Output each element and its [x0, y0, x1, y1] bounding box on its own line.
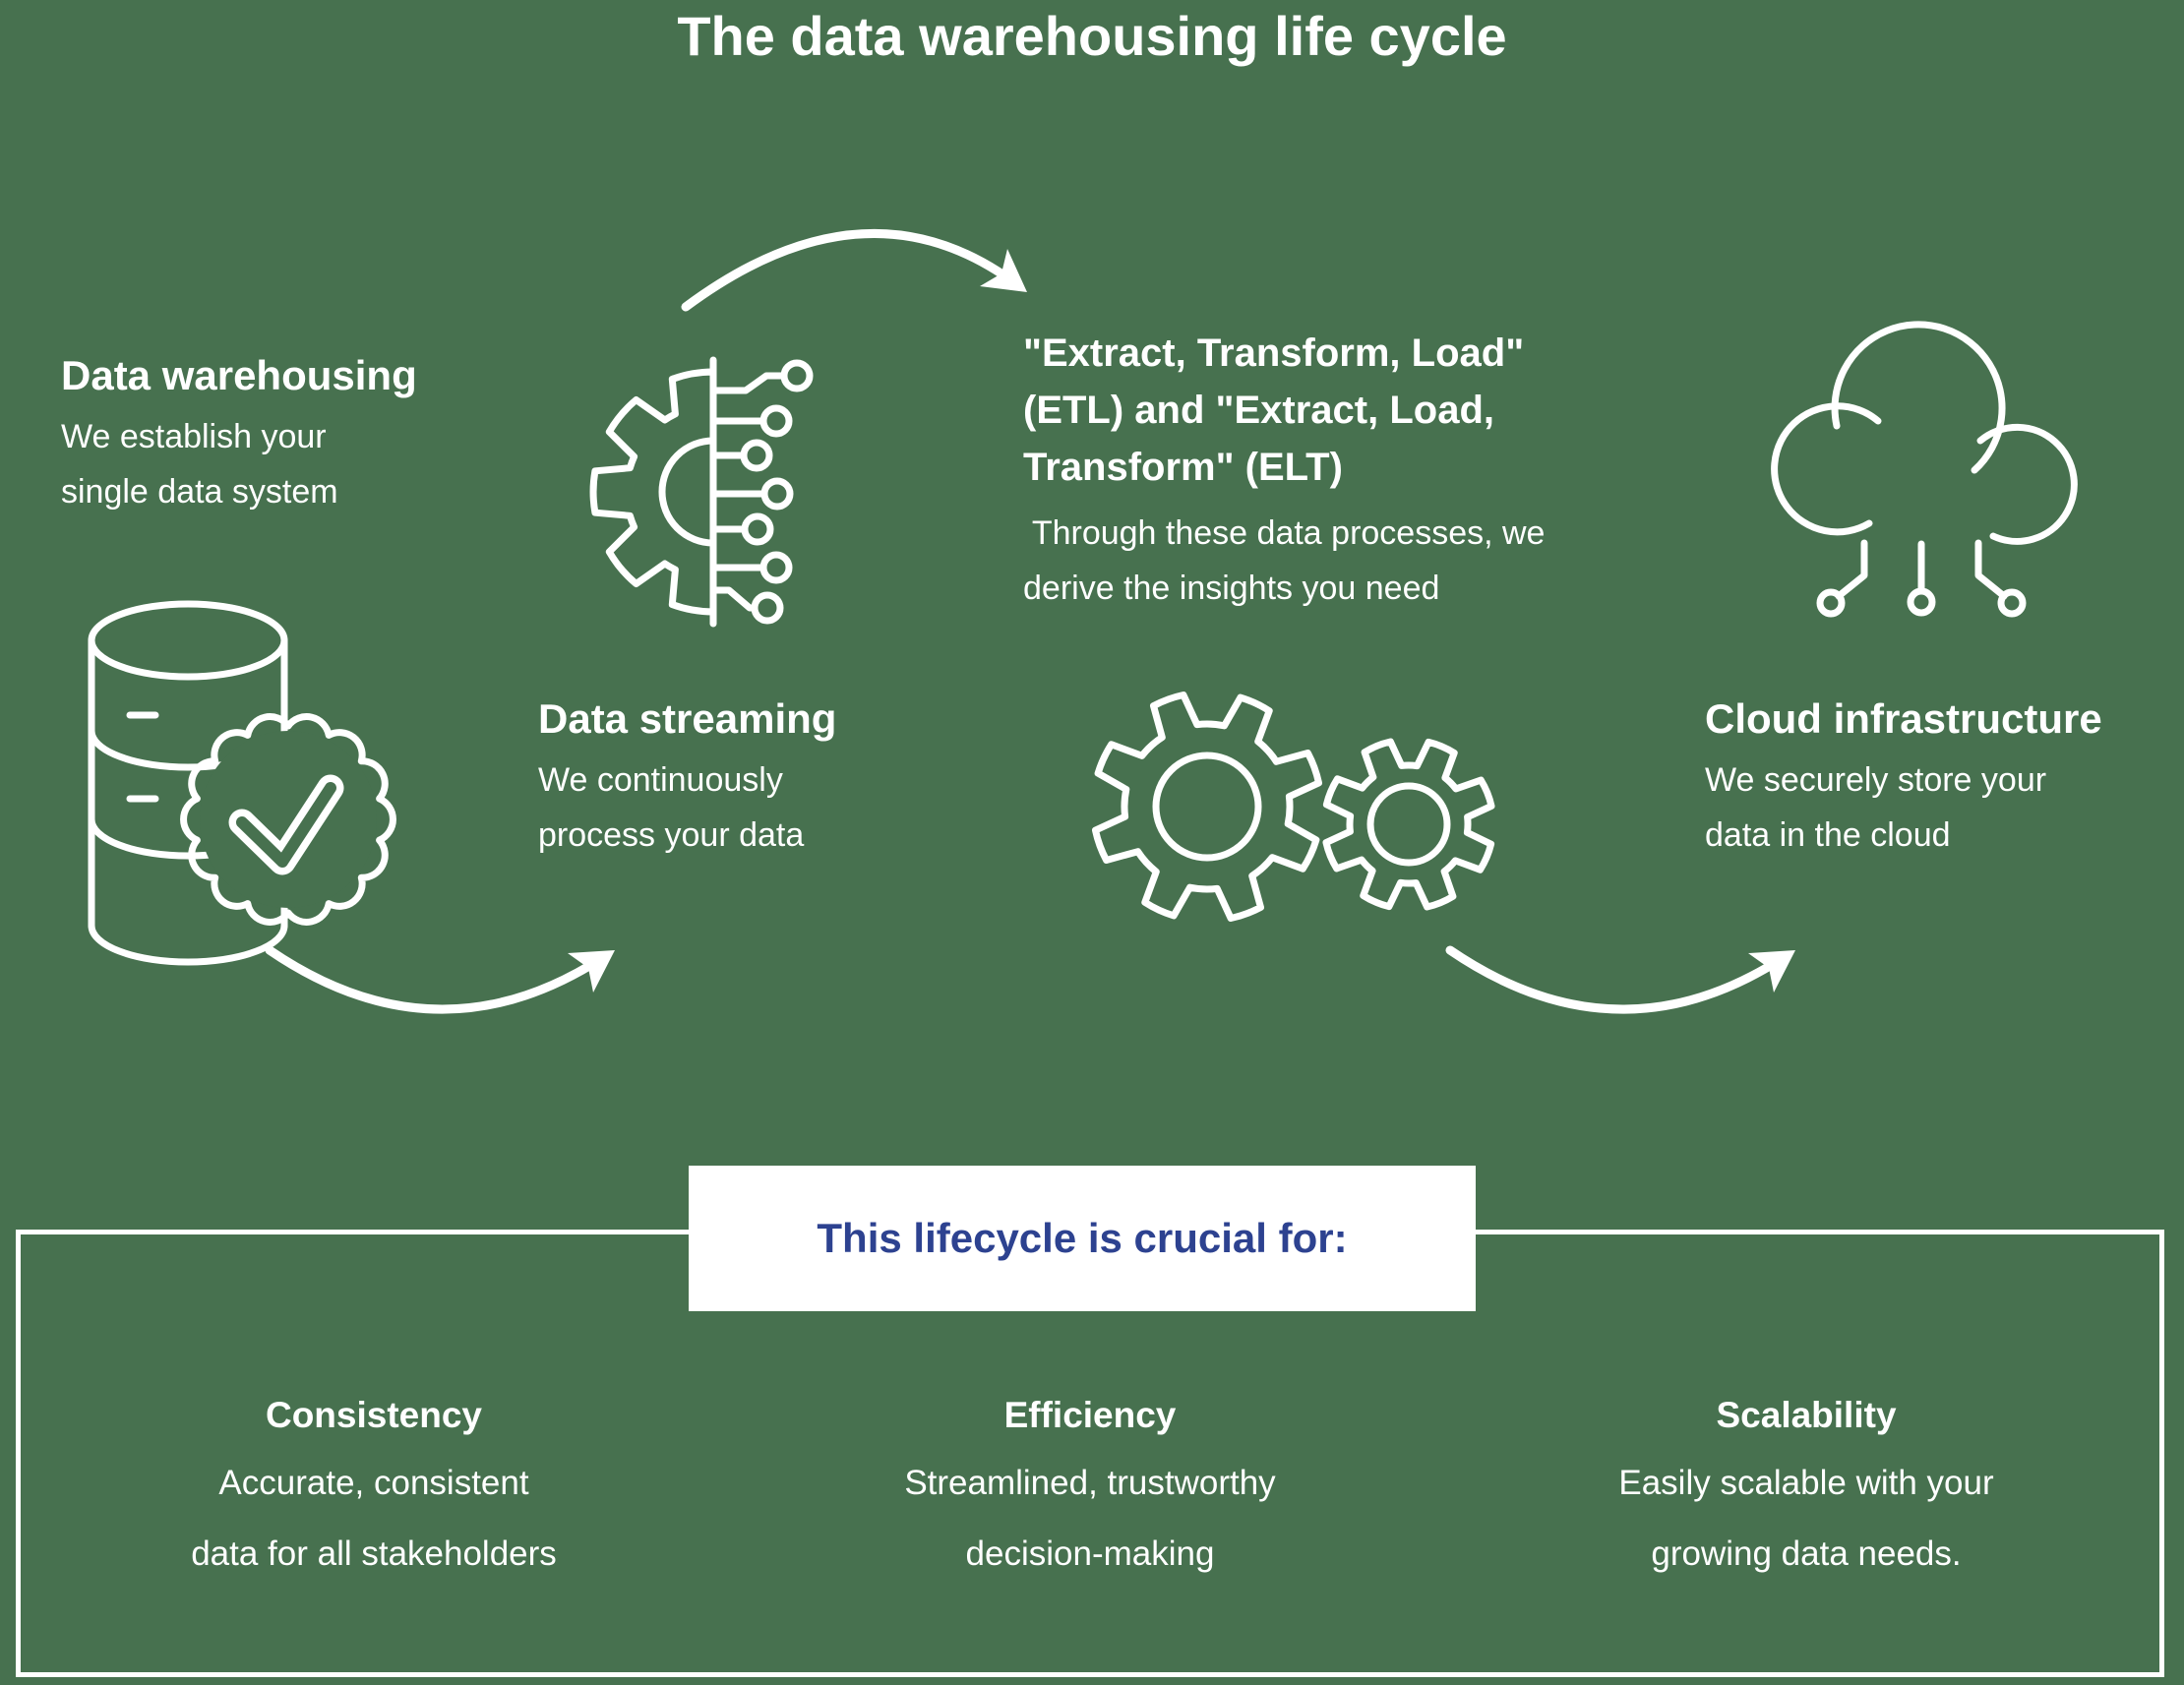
stage-cloud-infrastructure: Cloud infrastructure We securely store y…	[1705, 693, 2102, 863]
benefit-title: Consistency	[265, 1395, 482, 1435]
stage-description: We establish your single data system	[61, 418, 338, 511]
stage-title: "Extract, Transform, Load" (ETL) and "Ex…	[1023, 331, 1525, 489]
benefits-columns: Consistency Accurate, consistent data fo…	[16, 1369, 2164, 1590]
benefit-consistency: Consistency Accurate, consistent data fo…	[16, 1369, 732, 1590]
seal-badge-icon	[180, 713, 396, 926]
benefit-title: Scalability	[1716, 1395, 1897, 1435]
database-check-icon	[88, 600, 396, 966]
badge-mask	[200, 731, 377, 908]
curved-arrow-bottom-right-icon	[1445, 945, 1795, 1014]
benefit-scalability: Scalability Easily scalable with your gr…	[1448, 1369, 2164, 1590]
stage-etl-elt: "Extract, Transform, Load" (ETL) and "Ex…	[1023, 325, 1545, 616]
stage-description: We continuously process your data	[538, 761, 805, 854]
curved-arrow-top-icon	[681, 228, 1027, 312]
stage-title: Data streaming	[538, 695, 837, 742]
stage-description: We securely store your data in the cloud	[1705, 761, 2047, 854]
stage-title: Cloud infrastructure	[1705, 695, 2102, 742]
benefit-efficiency: Efficiency Streamlined, trustworthy deci…	[732, 1369, 1448, 1590]
cloud-network-icon	[1771, 321, 2078, 618]
gear-circuit-icon	[589, 356, 814, 628]
benefit-description: Streamlined, trustworthy decision-making	[904, 1464, 1276, 1573]
stage-title: Data warehousing	[61, 352, 417, 398]
page-title: The data warehousing life cycle	[677, 5, 1507, 67]
checkmark-icon	[228, 774, 344, 875]
stage-data-warehousing: Data warehousing We establish your singl…	[61, 350, 417, 519]
benefit-description: Accurate, consistent data for all stakeh…	[191, 1464, 557, 1573]
banner-heading: This lifecycle is crucial for:	[817, 1215, 1348, 1261]
stage-description: Through these data processes, we derive …	[1023, 514, 1546, 607]
banner-panel: This lifecycle is crucial for:	[689, 1166, 1476, 1311]
stage-data-streaming: Data streaming We continuously process y…	[538, 693, 836, 863]
benefit-title: Efficiency	[1003, 1395, 1177, 1435]
curved-arrow-bottom-left-icon	[265, 945, 615, 1014]
gears-icon	[1092, 692, 1495, 922]
benefit-description: Easily scalable with your growing data n…	[1618, 1464, 1994, 1573]
